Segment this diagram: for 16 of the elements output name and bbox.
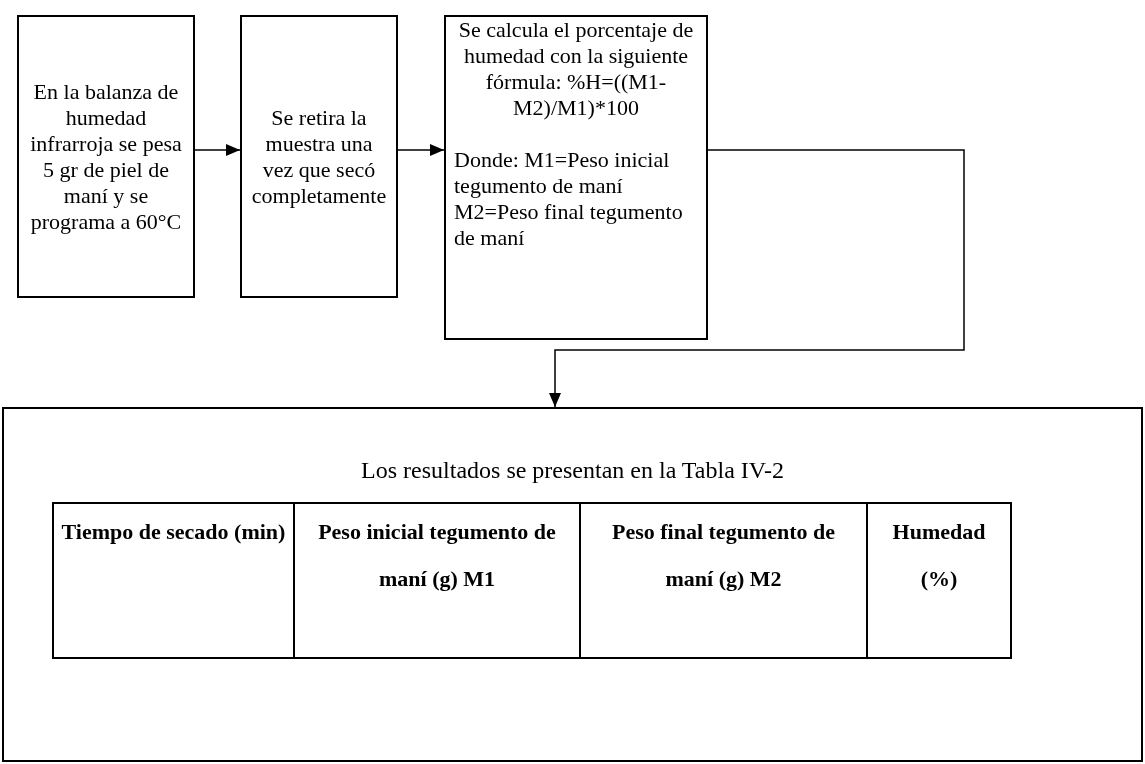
arrow xyxy=(549,149,965,408)
step-text: En la balanza de humedad infrarroja se pesa 5 gr de piel de maní y se programa a 60°C xyxy=(29,78,183,235)
process-box xyxy=(444,15,708,340)
process-box xyxy=(240,15,398,298)
column-header: Peso inicial tegumento de maní (g) M1 xyxy=(294,503,580,658)
note-text: Donde: M1=Peso inicial tegumento de maní M2=Peso final tegumento de maní xyxy=(453,147,684,251)
column-header: Peso final tegumento de maní (g) M2 xyxy=(580,503,867,658)
step-text: Se retira la muestra una vez que secó completamente xyxy=(250,104,388,209)
column-header: Humedad (%) xyxy=(867,503,1011,658)
process-box xyxy=(2,407,1143,762)
arrow xyxy=(194,144,241,156)
arrow xyxy=(397,144,445,156)
step-text: Los resultados se presentan en la Tabla IV-2 xyxy=(360,457,785,483)
step-text: Se calcula el porcentaje de humedad con la siguiente fórmula: %H=((M1-M2)/M1)*100 xyxy=(457,17,695,121)
column-header: Tiempo de secado (min) xyxy=(53,503,294,658)
process-box xyxy=(17,15,195,298)
